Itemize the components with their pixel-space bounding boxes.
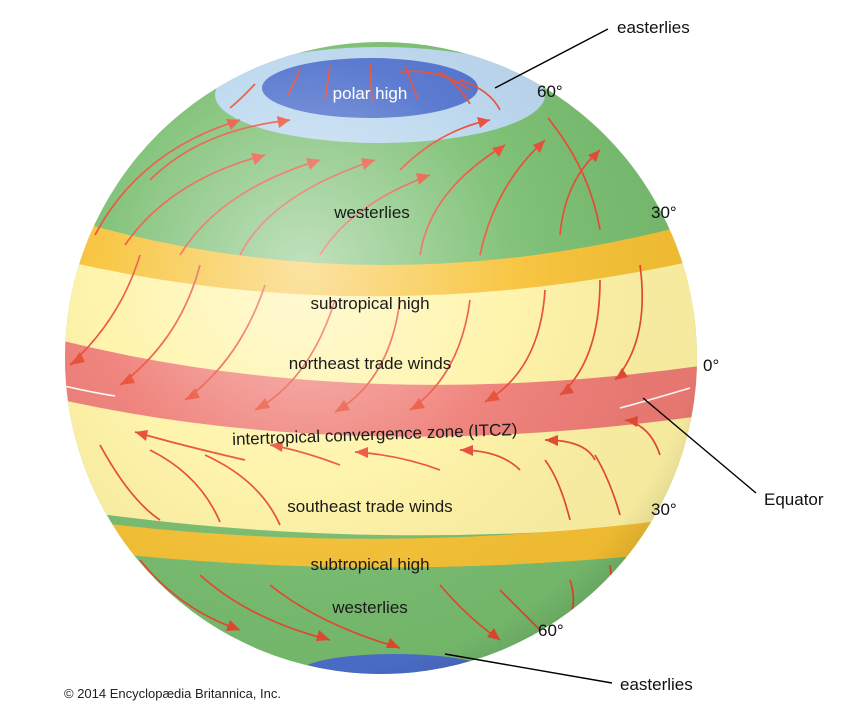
lat-0: 0° (703, 356, 719, 375)
lat-30-north: 30° (651, 203, 677, 222)
copyright-credit: © 2014 Encyclopædia Britannica, Inc. (64, 686, 281, 701)
globe-shading (65, 42, 697, 674)
callout-easterlies-bottom: easterlies (620, 675, 693, 694)
callout-equator: Equator (764, 490, 824, 509)
label-subtropical-high-north: subtropical high (310, 294, 429, 313)
label-polar-high: polar high (333, 84, 408, 103)
leader-easterlies-bottom (444, 653, 613, 684)
label-westerlies-south: westerlies (331, 598, 408, 617)
lat-30-south: 30° (651, 500, 677, 519)
leader-equator (642, 397, 757, 494)
label-ne-trades: northeast trade winds (289, 354, 452, 373)
lat-60-north: 60° (537, 82, 563, 101)
leader-easterlies-top (494, 28, 609, 89)
label-subtropical-high-south: subtropical high (310, 555, 429, 574)
callout-easterlies-top: easterlies (617, 18, 690, 37)
label-se-trades: southeast trade winds (287, 497, 452, 516)
lat-60-south: 60° (538, 621, 564, 640)
label-westerlies-north: westerlies (333, 203, 410, 222)
